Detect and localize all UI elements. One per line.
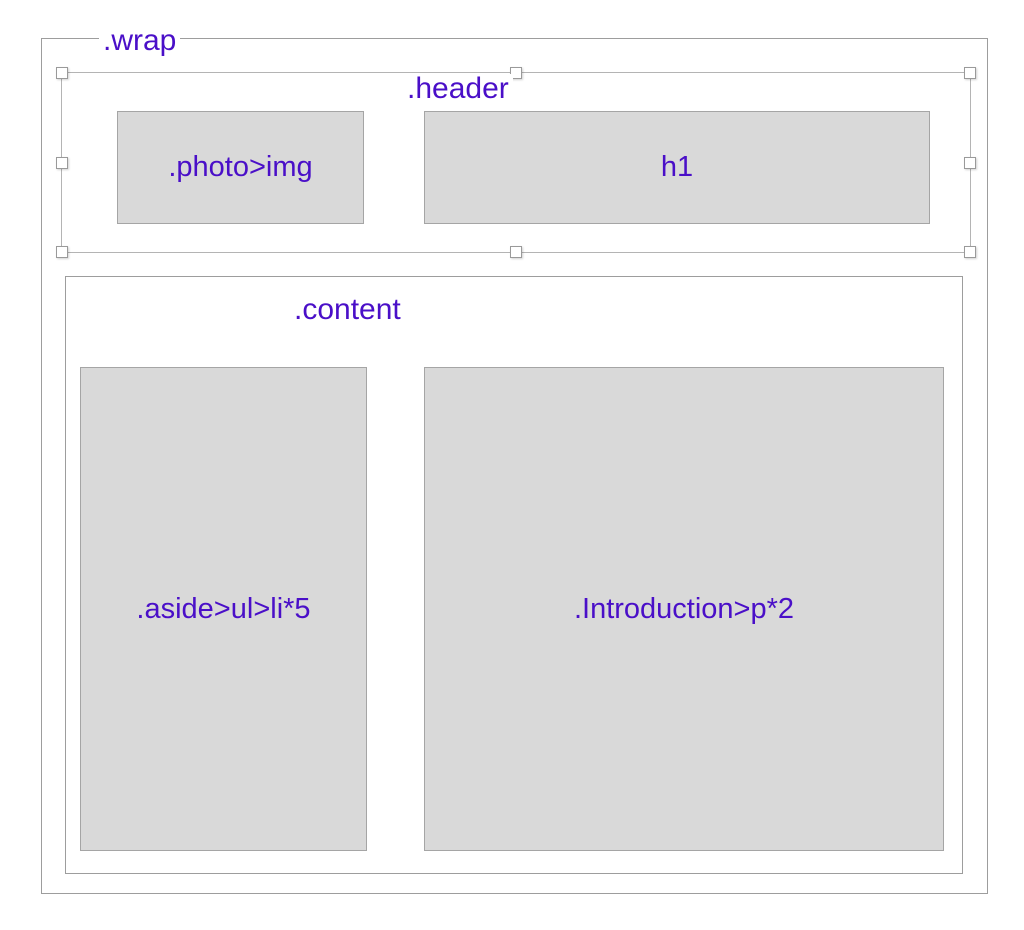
introduction-block-label: .Introduction>p*2 <box>573 592 795 625</box>
wrap-frame-label: .wrap <box>99 26 181 56</box>
photo-img-block-label: .photo>img <box>168 151 313 183</box>
handle-middle-right[interactable] <box>964 156 976 169</box>
handle-top-left[interactable] <box>56 67 68 79</box>
aside-list-block[interactable]: .aside>ul>li*5 <box>80 367 367 851</box>
handle-middle-left[interactable] <box>56 156 68 169</box>
handle-bottom-left[interactable] <box>56 246 68 258</box>
h1-block-label: h1 <box>660 151 694 183</box>
photo-img-block[interactable]: .photo>img <box>117 111 364 224</box>
handle-top-right[interactable] <box>964 67 976 79</box>
introduction-block[interactable]: .Introduction>p*2 <box>424 367 944 851</box>
h1-block[interactable]: h1 <box>424 111 930 224</box>
handle-bottom-right[interactable] <box>964 246 976 258</box>
handle-top-center[interactable] <box>510 67 522 79</box>
header-selection-rect[interactable] <box>56 67 976 258</box>
header-frame-label: .header <box>403 74 513 104</box>
aside-list-block-label: .aside>ul>li*5 <box>136 592 311 625</box>
content-frame-label: .content <box>294 293 401 326</box>
handle-bottom-center[interactable] <box>510 246 522 258</box>
